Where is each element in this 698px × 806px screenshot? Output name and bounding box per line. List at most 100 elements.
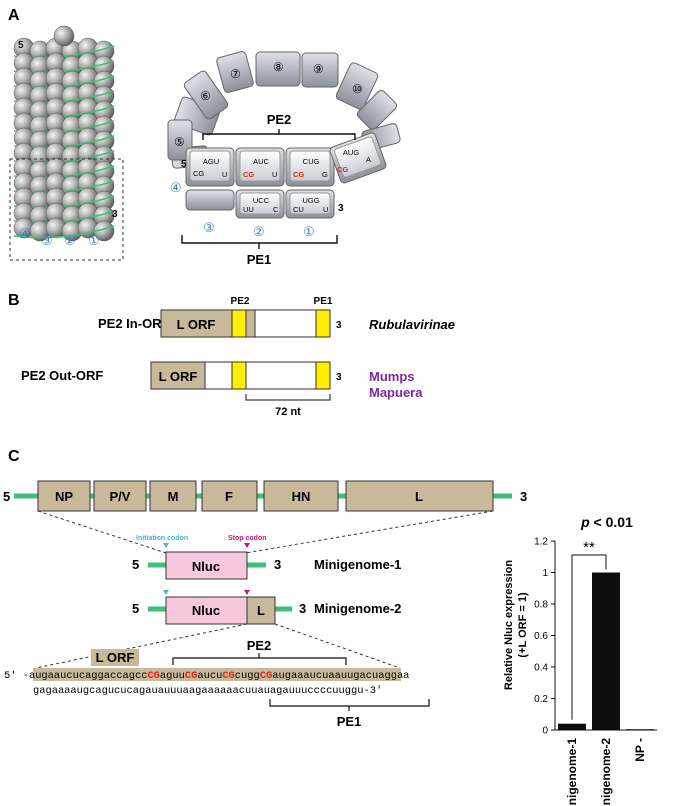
nucleocapsid-helix (13, 25, 115, 242)
initiation-codon-label: Initiation codon (136, 535, 188, 542)
codon-left-cg: CG (243, 170, 254, 179)
significance-stars: ** (583, 539, 595, 556)
row2-lorf-box (150, 361, 206, 390)
row2-name: PE2 Out-ORF (21, 368, 103, 383)
codon-right: A (366, 155, 371, 164)
row2-pe1-box (315, 361, 331, 390)
helix-circle-4: ④ (19, 226, 31, 241)
row2-pe2-box (231, 361, 247, 390)
bottom-circle-1: ① (303, 224, 315, 239)
ring-number-7: ⑦ (230, 67, 241, 81)
bottom-circle-2: ② (253, 224, 265, 239)
gene-hn (263, 480, 339, 512)
ring-number-6: ⑥ (200, 89, 211, 103)
mg2-stop-marker (244, 590, 250, 595)
pe2-bracket (202, 133, 356, 140)
codon-right: U (323, 205, 328, 214)
five-prime: 5 (181, 159, 187, 170)
helix-five-label: 5 (18, 40, 24, 51)
row1-pe1-box (315, 309, 331, 338)
gene-np (37, 480, 91, 512)
panel-c-label: C (8, 448, 20, 465)
significance-bracket (571, 554, 607, 720)
mg1-three: 3 (274, 557, 281, 572)
ring-block-7 (216, 51, 254, 93)
initiation-codon-marker (163, 543, 169, 548)
mg2-initiation-marker (163, 590, 169, 595)
codon-right: U (272, 170, 277, 179)
codon-text: UGG (302, 196, 319, 205)
helix-circle-1: ① (88, 233, 100, 248)
y-axis-title-line1: Relative Nluc expression (503, 560, 515, 691)
genome-three: 3 (520, 489, 527, 504)
codon-text: AGU (203, 157, 219, 166)
y-tick-label: 0.6 (534, 631, 548, 642)
codon-left: CG (193, 169, 204, 178)
seq-zoom-right (274, 623, 401, 669)
panel-a-label: A (8, 7, 20, 24)
bar-minigenome-2 (592, 572, 620, 730)
pe1-top-label: PE1 (314, 296, 333, 307)
seq-zoom-left (35, 623, 248, 669)
row1-three: 3 (336, 320, 342, 331)
pe2-seq-label: PE2 (247, 638, 272, 653)
ring-block-10 (335, 62, 379, 110)
zoom-line-left (37, 510, 167, 554)
pe2-top-label: PE2 (231, 296, 250, 307)
row2-species-mapuera: Mapuera (369, 385, 423, 400)
lorf-seq-label: L ORF (96, 650, 135, 665)
mg2-l-label: L (257, 603, 265, 618)
row1-orf-label: L ORF (177, 317, 216, 332)
pe1-seq-bracket (269, 699, 430, 707)
mg2-nluc-label: Nluc (192, 603, 220, 618)
x-tick-label: Minigenome-1 (565, 738, 579, 806)
sequence-bottom: gagaaaaugcagucucagauauuuaagaaaaaacuuauag… (33, 685, 382, 697)
y-tick-label: 1 (542, 568, 548, 579)
bar-minigenome-1 (558, 723, 586, 730)
ring-block-9 (301, 52, 339, 88)
row2-species-mumps: Mumps (369, 369, 415, 384)
mg1-nluc-box (165, 551, 248, 580)
codon-right: U (222, 170, 227, 179)
codon-right: C (273, 205, 279, 214)
three-prime: 3 (338, 203, 344, 214)
nluc-bar-chart: p < 0.01 Relative Nluc expression (+L OR… (503, 514, 657, 806)
y-tick-label: 0.4 (534, 663, 548, 674)
helix-circle-2: ② (64, 233, 76, 248)
pe1-seq-label: PE1 (337, 714, 362, 729)
codon-text: AUG (343, 148, 359, 157)
pe2-seq-bracket (172, 657, 347, 665)
gene-np-label: NP (55, 489, 73, 504)
ring-number-9: ⑨ (313, 62, 324, 76)
ring-block-8 (255, 51, 301, 87)
y-tick-label: 1.2 (534, 537, 548, 548)
gene-hn-label: HN (292, 489, 311, 504)
gene-l (345, 480, 494, 512)
codon-left: UU (243, 205, 254, 214)
ring-number-5: ⑤ (174, 135, 185, 149)
bottom-circle-3: ③ (203, 220, 215, 235)
y-tick-label: 0.8 (534, 600, 548, 611)
codon-text: UCC (253, 196, 270, 205)
mg1-five: 5 (132, 557, 139, 572)
row1-pe2-box (231, 309, 247, 338)
codon-right: G (322, 170, 328, 179)
x-tick-label: Minigenome-2 (599, 738, 613, 806)
mg1-nluc-label: Nluc (192, 559, 220, 574)
ring-block-6 (183, 70, 229, 120)
gene-m (149, 480, 197, 512)
pe1-label: PE1 (247, 252, 272, 267)
y-axis-title-line2: (+L ORF = 1) (517, 592, 529, 658)
row2-orf-label: L ORF (159, 369, 198, 384)
row1-name: PE2 In-ORF (98, 316, 170, 331)
codon-left-cg: CG (337, 165, 348, 174)
lorf-seq-box (91, 649, 139, 666)
distance-bracket (245, 394, 331, 401)
codon-text: CUG (303, 157, 320, 166)
mg2-name: Minigenome-2 (314, 601, 401, 616)
lorf-seq-highlight (33, 668, 401, 681)
codon-text: AUC (253, 157, 269, 166)
y-tick-label: 0.2 (534, 694, 548, 705)
ring-block-3 (185, 189, 235, 211)
